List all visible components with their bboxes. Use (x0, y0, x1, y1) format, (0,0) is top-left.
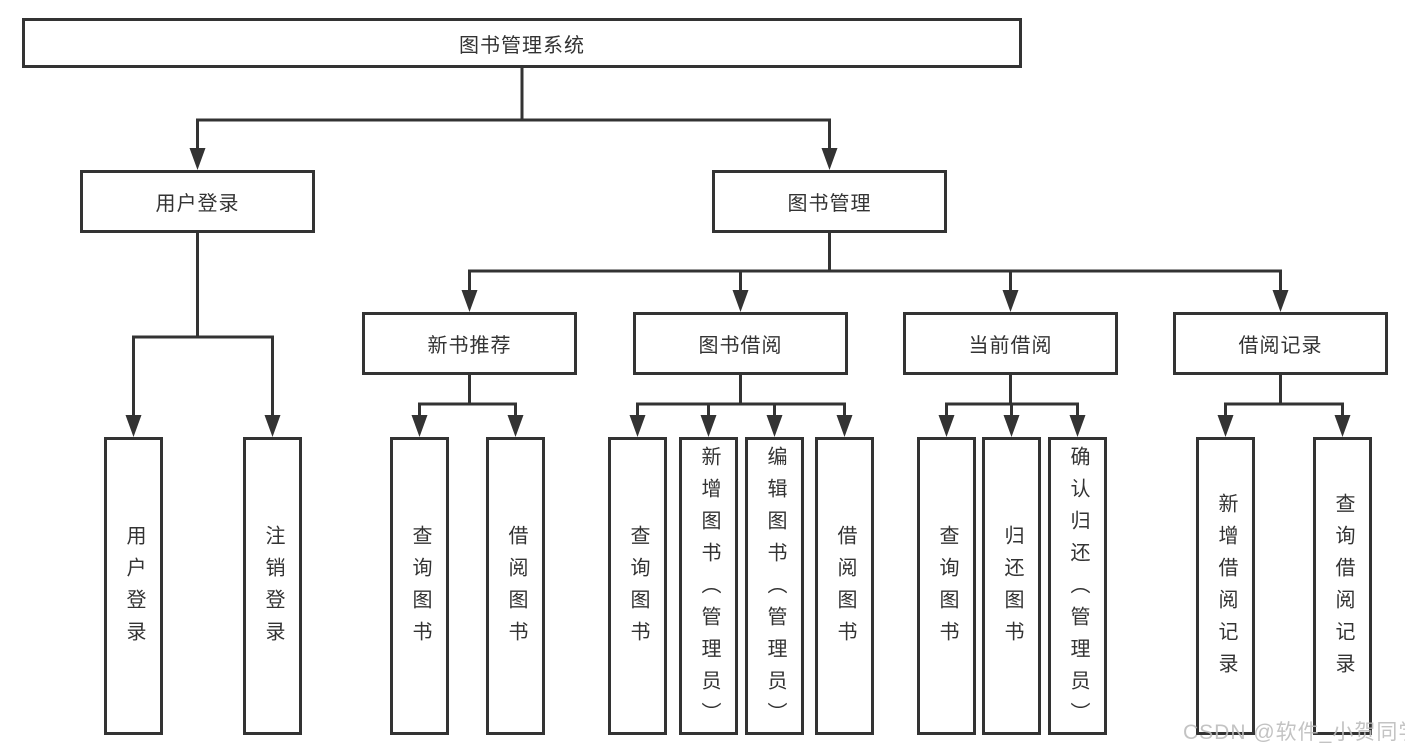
node-book-management: 图书管理 (712, 170, 947, 233)
node-book-borrow: 图书借阅 (633, 312, 848, 375)
node-new-book-recommend: 新书推荐 (362, 312, 577, 375)
node-leaf-query-books-3: 查询图书 (917, 437, 976, 735)
node-leaf-user-login: 用户登录 (104, 437, 163, 735)
node-leaf-return-book: 归还图书 (982, 437, 1041, 735)
node-leaf-query-books-2: 查询图书 (608, 437, 667, 735)
node-leaf-add-book-admin: 新增图书（管理员） (679, 437, 738, 735)
watermark: CSDN @软件_小贺同学 (1183, 721, 1405, 744)
node-leaf-borrow-books-2: 借阅图书 (815, 437, 874, 735)
node-current-borrow: 当前借阅 (903, 312, 1118, 375)
node-leaf-borrow-books-1: 借阅图书 (486, 437, 545, 735)
node-leaf-add-borrow-record: 新增借阅记录 (1196, 437, 1255, 735)
node-user-login: 用户登录 (80, 170, 315, 233)
node-leaf-confirm-return-admin: 确认归还（管理员） (1048, 437, 1107, 735)
node-leaf-query-books-1: 查询图书 (390, 437, 449, 735)
node-root: 图书管理系统 (22, 18, 1022, 68)
node-leaf-query-borrow-record: 查询借阅记录 (1313, 437, 1372, 735)
arrowheads (125, 148, 1351, 437)
node-leaf-logout: 注销登录 (243, 437, 302, 735)
node-borrow-records: 借阅记录 (1173, 312, 1388, 375)
node-leaf-edit-book-admin: 编辑图书（管理员） (745, 437, 804, 735)
